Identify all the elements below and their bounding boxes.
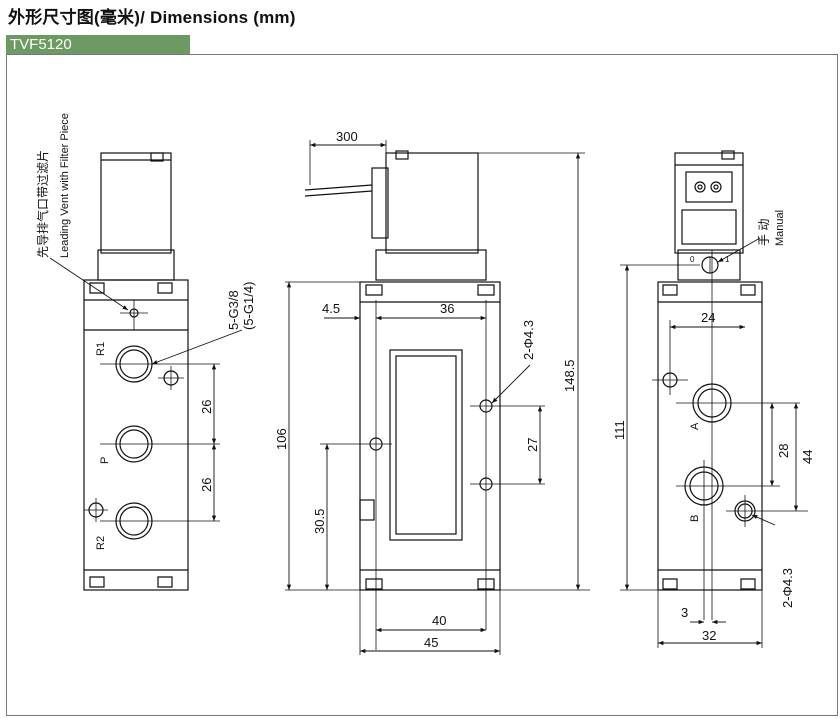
dim-111: 111 bbox=[612, 420, 627, 440]
dim-148-5: 148.5 bbox=[562, 359, 577, 392]
front-window bbox=[389, 349, 463, 541]
label-a: A bbox=[689, 422, 701, 430]
left-valve-body bbox=[83, 279, 189, 591]
dim-40: 40 bbox=[432, 613, 446, 628]
dim-44: 44 bbox=[800, 450, 815, 464]
dim-24: 24 bbox=[701, 310, 715, 325]
switch-1-label: 1 bbox=[725, 255, 730, 264]
port-spec-1: 5-G3/8 bbox=[226, 290, 241, 330]
port-spec-2: (5-G1/4) bbox=[241, 282, 256, 330]
dim-27: 27 bbox=[525, 438, 540, 452]
connector-socket bbox=[685, 171, 733, 203]
right-view bbox=[620, 150, 808, 648]
vent-note-en: Leading Vent with Filter Piece bbox=[59, 113, 71, 258]
label-b: B bbox=[689, 515, 701, 522]
dim-26-top: 26 bbox=[199, 400, 214, 414]
vent-note-cn: 先导排气口带过滤片 bbox=[35, 150, 50, 258]
page-title: 外形尺寸图(毫米)/ Dimensions (mm) bbox=[8, 8, 296, 27]
dim-106: 106 bbox=[274, 428, 289, 450]
switch-0-label: 0 bbox=[690, 255, 695, 264]
dim-28: 28 bbox=[776, 444, 791, 458]
dim-4-5: 4.5 bbox=[322, 301, 340, 316]
front-valve-body bbox=[359, 281, 501, 591]
dim-36: 36 bbox=[440, 301, 454, 316]
front-hole-spec: 2-Φ4.3 bbox=[521, 320, 536, 360]
dim-32: 32 bbox=[702, 628, 716, 643]
drawing-frame bbox=[6, 54, 838, 716]
label-p: P bbox=[99, 457, 111, 464]
right-connector bbox=[674, 152, 744, 254]
right-valve-body bbox=[657, 281, 763, 591]
manual-label-cn: 手 动 bbox=[757, 219, 771, 246]
dim-3: 3 bbox=[681, 605, 688, 620]
dim-cable: 300 bbox=[336, 129, 358, 144]
front-coil bbox=[385, 152, 479, 254]
label-r2: R2 bbox=[95, 536, 107, 550]
right-hole-spec: 2-Φ4.3 bbox=[780, 568, 795, 608]
dim-30-5: 30.5 bbox=[312, 509, 327, 534]
dim-45: 45 bbox=[424, 635, 438, 650]
left-view bbox=[49, 152, 243, 591]
left-coil bbox=[100, 152, 172, 254]
model-tab: TVF5120 bbox=[6, 35, 190, 54]
label-r1: R1 bbox=[95, 342, 107, 356]
dim-26-bottom: 26 bbox=[199, 478, 214, 492]
front-view bbox=[285, 140, 590, 655]
manual-label-en: Manual bbox=[774, 210, 786, 246]
